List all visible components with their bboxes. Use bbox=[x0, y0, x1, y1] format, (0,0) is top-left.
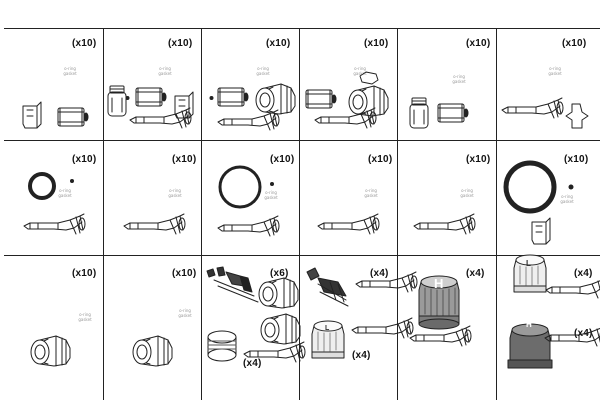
cell-6-parts bbox=[501, 97, 589, 129]
cap-letter-l-cell16: L bbox=[325, 325, 330, 332]
cell-13-qty: (x10) bbox=[72, 268, 97, 279]
cell-18-qty: (x4) bbox=[574, 268, 593, 279]
grid-line-h2 bbox=[4, 140, 600, 141]
cell-16-qty2: (x4) bbox=[352, 350, 371, 361]
cell-10-parts bbox=[317, 213, 380, 235]
grid-line-v1 bbox=[103, 28, 104, 400]
cap-letter-h-cell18: H bbox=[526, 320, 532, 329]
cell-15-qty: (x6) bbox=[270, 268, 289, 279]
grid-line-h3 bbox=[4, 255, 600, 256]
cell-15-parts bbox=[206, 266, 306, 363]
cell-8-parts bbox=[123, 213, 186, 235]
cell-3-parts bbox=[209, 83, 296, 131]
grid-line-v3 bbox=[299, 28, 300, 400]
cell-1-qty: (x10) bbox=[72, 38, 97, 49]
cell-2-qty: (x10) bbox=[168, 38, 193, 49]
cell-14-qty: (x10) bbox=[172, 268, 197, 279]
cell-2-parts bbox=[107, 85, 194, 129]
cell-7-parts bbox=[23, 172, 86, 235]
grid-line-v4 bbox=[397, 28, 398, 400]
cell-4-parts bbox=[305, 71, 389, 129]
cell-16-parts bbox=[306, 267, 418, 359]
cell-12-parts bbox=[503, 160, 574, 245]
cell-17-qty: (x4) bbox=[466, 268, 485, 279]
cap-letter-h-large: H bbox=[434, 276, 444, 291]
cap-letter-l-cell18: L bbox=[526, 259, 531, 268]
cell-5-parts bbox=[409, 97, 469, 129]
cell-1-parts bbox=[22, 101, 89, 129]
grid-line-v2 bbox=[201, 28, 202, 400]
cell-15-qty2: (x4) bbox=[243, 358, 262, 369]
cell-8-qty: (x10) bbox=[172, 154, 197, 165]
cell-9-parts bbox=[217, 165, 280, 237]
cell-4-qty: (x10) bbox=[364, 38, 389, 49]
grid-line-h1 bbox=[4, 28, 600, 29]
cell-13-parts bbox=[30, 335, 71, 367]
cell-6-qty: (x10) bbox=[562, 38, 587, 49]
cell-3-qty: (x10) bbox=[266, 38, 291, 49]
cell-11-qty: (x10) bbox=[466, 154, 491, 165]
cell-7-qty: (x10) bbox=[72, 154, 97, 165]
cell-14-parts bbox=[132, 335, 173, 367]
cell-9-qty: (x10) bbox=[270, 154, 295, 165]
cell-11-parts bbox=[413, 213, 476, 235]
cell-16-qty: (x4) bbox=[370, 268, 389, 279]
cell-10-qty: (x10) bbox=[368, 154, 393, 165]
grid-line-v5 bbox=[496, 28, 497, 400]
cell-18-parts bbox=[507, 254, 600, 369]
cell-12-qty: (x10) bbox=[564, 154, 589, 165]
cell-5-qty: (x10) bbox=[466, 38, 491, 49]
